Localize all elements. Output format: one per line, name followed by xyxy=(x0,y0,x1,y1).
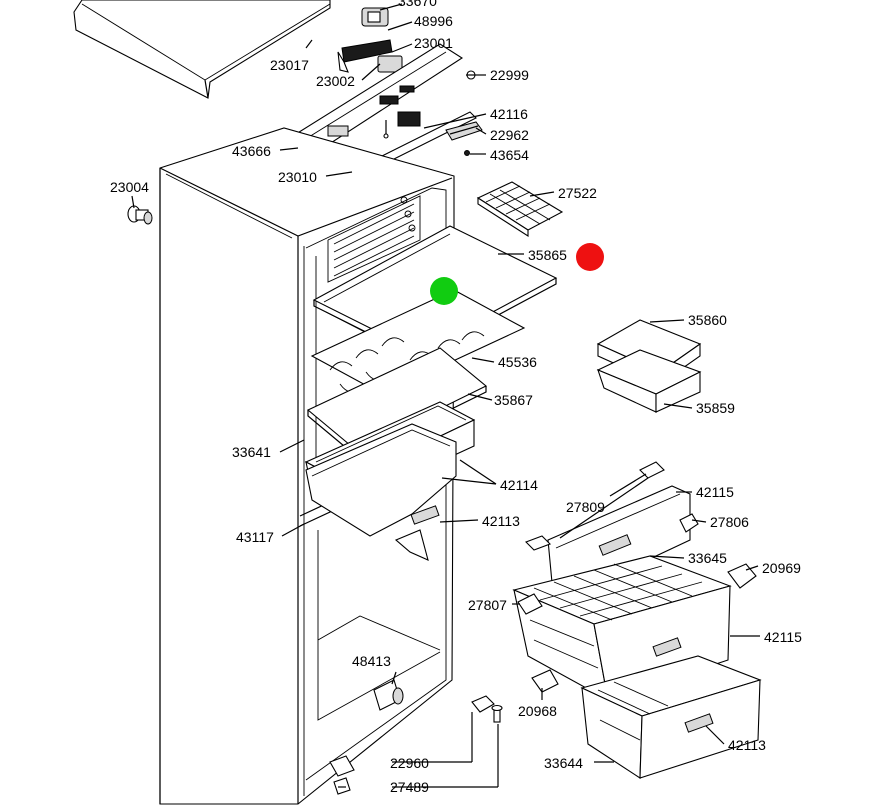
label-43666: 43666 xyxy=(232,143,271,159)
label-33645: 33645 xyxy=(688,550,727,566)
foot-screw-27489 xyxy=(491,704,503,723)
label-42115-lower: 42115 xyxy=(764,629,802,645)
evaporator-grille xyxy=(327,195,421,283)
label-48996: 48996 xyxy=(414,13,453,29)
control-box xyxy=(337,39,403,73)
label-35865: 35865 xyxy=(528,247,567,263)
thermostat-switch xyxy=(361,7,389,27)
clip-27806 xyxy=(679,513,699,533)
label-35867: 35867 xyxy=(494,392,533,408)
label-23017: 23017 xyxy=(270,57,309,73)
label-42113-upper: 42113 xyxy=(482,513,520,529)
label-42116: 42116 xyxy=(490,106,528,122)
label-33644: 33644 xyxy=(544,755,583,771)
label-33641: 33641 xyxy=(232,444,271,460)
leader-lines xyxy=(131,3,760,788)
bracket-22960 xyxy=(471,695,495,713)
label-48413: 48413 xyxy=(352,653,391,669)
label-22962: 22962 xyxy=(490,127,529,143)
screw-22999 xyxy=(466,70,476,80)
bottom-roller-48413 xyxy=(373,679,404,711)
freezer-basket-33644 xyxy=(580,655,762,779)
label-35859: 35859 xyxy=(696,400,735,416)
label-23001: 23001 xyxy=(414,35,453,51)
label-27522: 27522 xyxy=(558,185,597,201)
small-screw-43654 xyxy=(464,150,470,156)
label-22999: 22999 xyxy=(490,67,529,83)
label-27807: 27807 xyxy=(468,597,507,613)
lamp-cover xyxy=(445,121,483,141)
label-42113-lower: 42113 xyxy=(728,737,766,753)
label-22960: 22960 xyxy=(390,755,429,771)
top-lid-panel xyxy=(73,0,331,99)
label-27489: 27489 xyxy=(390,779,429,795)
clip-20969 xyxy=(727,563,757,589)
clip-27807 xyxy=(517,593,543,615)
green-marker xyxy=(430,277,458,305)
hinge-pin-23004 xyxy=(127,205,153,225)
label-43117: 43117 xyxy=(236,529,274,545)
crisper-drawer-33641 xyxy=(304,401,476,561)
label-33670: 33670 xyxy=(398,0,437,9)
part-labels: 33670 48996 23001 23017 23002 22999 4211… xyxy=(110,0,802,795)
bottom-hinge xyxy=(329,755,355,795)
label-23002: 23002 xyxy=(316,73,355,89)
label-45536: 45536 xyxy=(498,354,537,370)
label-27806: 27806 xyxy=(710,514,749,530)
label-43654: 43654 xyxy=(490,147,529,163)
red-marker xyxy=(576,243,604,271)
clip-20968 xyxy=(531,669,559,693)
butter-compartment-box-35859 xyxy=(596,349,702,413)
label-35860: 35860 xyxy=(688,312,727,328)
label-42115-upper: 42115 xyxy=(696,484,734,500)
label-23004: 23004 xyxy=(110,179,149,195)
label-23010: 23010 xyxy=(278,169,317,185)
label-20969: 20969 xyxy=(762,560,801,576)
freezer-basket-33645 xyxy=(512,555,732,702)
ice-tray-27522 xyxy=(476,181,564,238)
label-27809: 27809 xyxy=(566,499,605,515)
label-42114: 42114 xyxy=(500,477,538,493)
label-20968: 20968 xyxy=(518,703,557,719)
